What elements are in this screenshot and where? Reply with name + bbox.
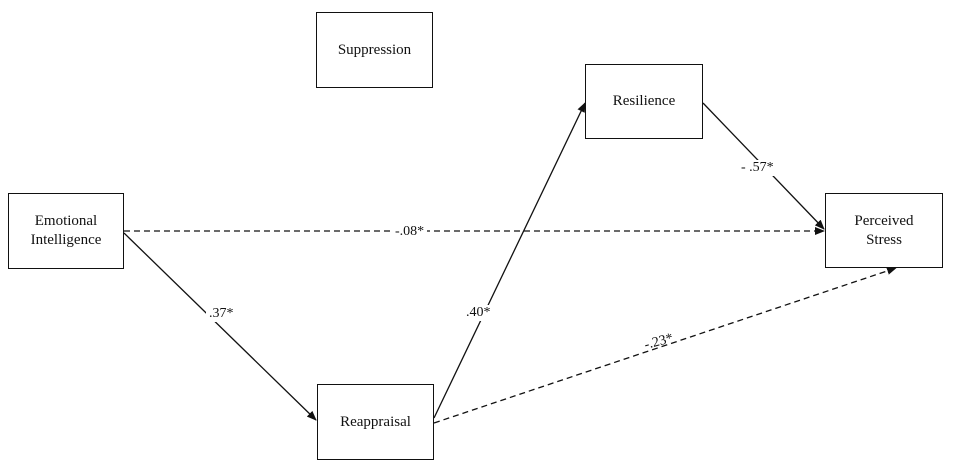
coefficient-reappraisal-to-resilience: .40* [463,305,494,321]
node-perceived-stress: Perceived Stress [825,193,943,268]
node-resilience: Resilience [585,64,703,139]
path-reappraisal-to-stress [433,267,897,424]
node-suppression: Suppression [316,12,433,88]
node-reappraisal: Reappraisal [317,384,434,460]
coefficient-ei-to-stress: -.08* [392,224,428,240]
path-reappraisal-to-resilience [433,102,586,419]
coefficient-ei-to-reappraisal: .37* [206,306,237,322]
coefficient-resilience-to-stress: - .57* [738,160,777,176]
path-ei-to-reappraisal [123,232,317,421]
node-emotional-intelligence: Emotional Intelligence [8,193,124,269]
